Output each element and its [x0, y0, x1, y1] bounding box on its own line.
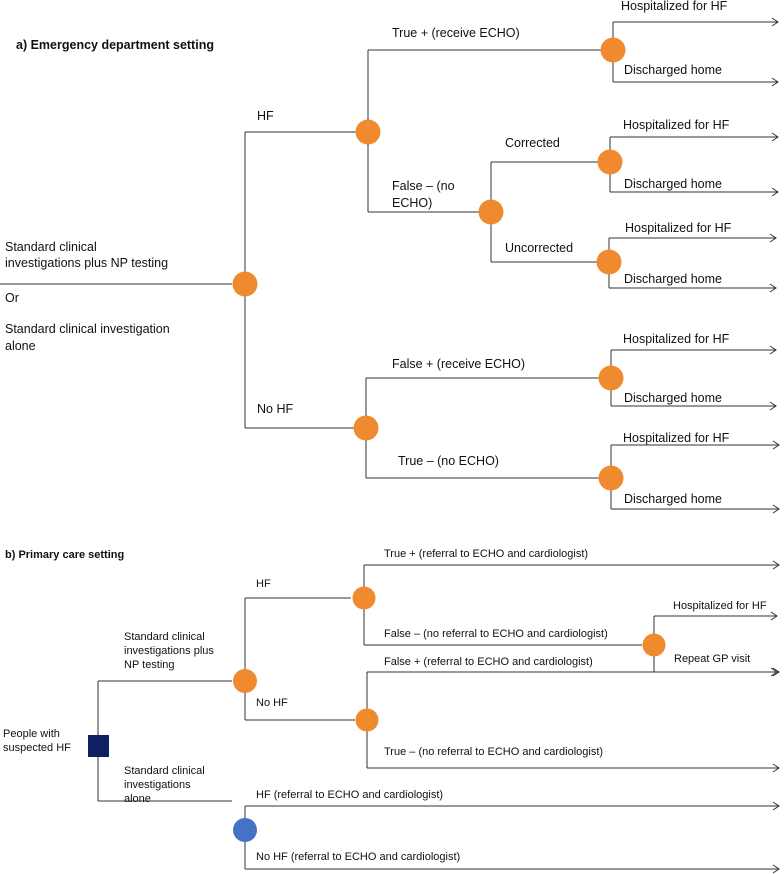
branch-arrow: [367, 763, 780, 773]
hospitalized-label: Hospitalized for HF: [623, 332, 730, 346]
intervention-label: investigations plus NP testing: [5, 256, 168, 270]
corrected-label: Corrected: [505, 136, 560, 150]
decision-node: [88, 735, 109, 757]
alone-node: [233, 818, 257, 842]
alone-branch-label: investigations: [124, 779, 191, 791]
discharged-label: Discharged home: [624, 492, 722, 506]
chance-node: [355, 119, 381, 145]
chance-node: [233, 669, 257, 693]
branch-arrow: [367, 667, 780, 677]
np-branch-label: Standard clinical: [124, 631, 205, 643]
hospitalized-label: Hospitalized for HF: [625, 221, 732, 235]
chance-node: [598, 465, 624, 491]
chance-node: [352, 586, 376, 610]
hospitalized-label: Hospitalized for HF: [623, 431, 730, 445]
chance-node: [598, 365, 624, 391]
chance-node: [642, 633, 666, 657]
chance-node: [597, 149, 623, 175]
people-label: People with: [3, 728, 60, 740]
hospitalized-label: Hospitalized for HF: [623, 118, 730, 132]
discharged-label: Discharged home: [624, 63, 722, 77]
intervention-label: alone: [5, 339, 36, 353]
section-b-title: b) Primary care setting: [5, 549, 124, 561]
hf-label: HF: [256, 578, 271, 590]
no-hf-label: No HF: [256, 697, 288, 709]
hospitalized-label: Hospitalized for HF: [673, 600, 767, 612]
np-branch-label: investigations plus: [124, 645, 214, 657]
chance-node: [353, 415, 379, 441]
branch-arrow: [245, 864, 780, 874]
discharged-label: Discharged home: [624, 177, 722, 191]
true-negative-label: True – (no ECHO): [398, 454, 499, 468]
chance-node: [478, 199, 504, 225]
repeat-gp-label: Repeat GP visit: [674, 653, 750, 665]
alone-hf-label: HF (referral to ECHO and cardiologist): [256, 789, 443, 801]
section-a-title: a) Emergency department setting: [16, 38, 214, 52]
chance-node: [355, 708, 379, 732]
alone-branch-label: alone: [124, 793, 151, 805]
branch-arrow: [653, 611, 778, 677]
uncorrected-label: Uncorrected: [505, 241, 573, 255]
chance-node: [600, 37, 626, 63]
people-label: suspected HF: [3, 742, 71, 754]
or-label: Or: [5, 291, 19, 305]
intervention-label: Standard clinical: [5, 240, 97, 254]
section-a-labels: a) Emergency department setting Standard…: [5, 0, 732, 506]
branch-arrow: [245, 801, 780, 811]
hospitalized-label: Hospitalized for HF: [621, 0, 728, 13]
hf-label: HF: [257, 109, 274, 123]
np-branch-label: NP testing: [124, 659, 175, 671]
alone-branch-label: Standard clinical: [124, 765, 205, 777]
false-negative-label: False – (no: [392, 179, 455, 193]
false-positive-label: False + (receive ECHO): [392, 357, 525, 371]
section-b-nodes: [88, 586, 666, 842]
branch-arrow: [364, 560, 780, 570]
chance-node: [596, 249, 622, 275]
discharged-label: Discharged home: [624, 391, 722, 405]
section-a-nodes: [232, 37, 626, 491]
no-hf-label: No HF: [257, 402, 293, 416]
section-b-labels: b) Primary care setting People with susp…: [3, 548, 767, 863]
chance-node: [232, 271, 258, 297]
true-positive-label: True + (receive ECHO): [392, 26, 520, 40]
true-negative-label: True – (no referral to ECHO and cardiolo…: [384, 746, 603, 758]
alone-no-hf-label: No HF (referral to ECHO and cardiologist…: [256, 851, 460, 863]
false-positive-label: False + (referral to ECHO and cardiologi…: [384, 656, 593, 668]
false-negative-label: ECHO): [392, 196, 432, 210]
discharged-label: Discharged home: [624, 272, 722, 286]
false-negative-label: False – (no referral to ECHO and cardiol…: [384, 628, 608, 640]
true-positive-label: True + (referral to ECHO and cardiologis…: [384, 548, 588, 560]
intervention-label: Standard clinical investigation: [5, 322, 170, 336]
